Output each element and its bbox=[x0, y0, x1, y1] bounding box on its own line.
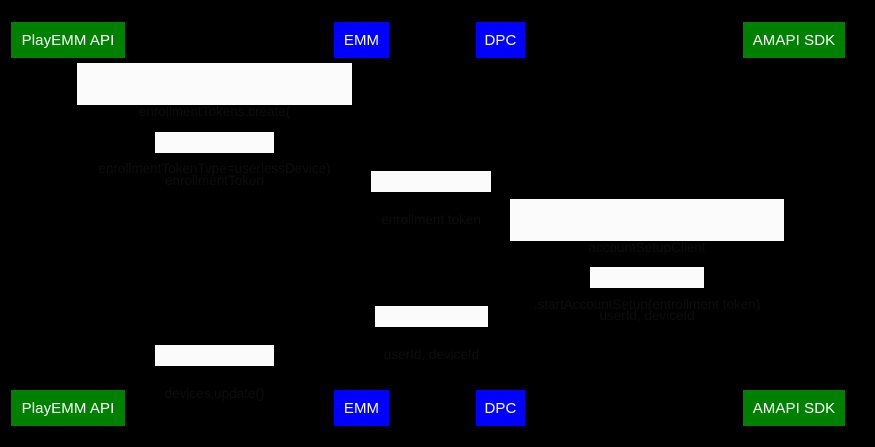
message-arrowhead-5 bbox=[500, 286, 507, 294]
participant-emm-top[interactable]: EMM bbox=[334, 22, 389, 58]
message-line-2: .startAccountSetup(entrollment token) bbox=[533, 297, 761, 312]
lifeline-dpc bbox=[500, 58, 501, 390]
participant-label: AMAPI SDK bbox=[752, 31, 836, 49]
message-arrow-2 bbox=[68, 154, 361, 155]
message-label-7: devices.update() bbox=[155, 345, 274, 401]
participant-dpc-top[interactable]: DPC bbox=[476, 22, 525, 58]
participant-label: PlayEMM API bbox=[21, 399, 115, 417]
message-line-1: accountSetupClient bbox=[588, 240, 706, 255]
participant-playemm-api-bottom[interactable]: PlayEMM API bbox=[11, 390, 125, 426]
participant-label: DPC bbox=[484, 31, 517, 49]
message-line-2: enrollmentTokenType=userlessDevice) bbox=[98, 161, 331, 176]
lifeline-playemm-api bbox=[67, 58, 68, 390]
message-arrowhead-4 bbox=[786, 239, 793, 247]
message-arrowhead-3 bbox=[493, 190, 500, 198]
message-arrow-4 bbox=[500, 242, 793, 243]
message-line-1: userId, deviceId bbox=[599, 308, 695, 323]
message-arrow-7 bbox=[68, 367, 361, 368]
message-arrow-1 bbox=[68, 106, 361, 107]
participant-emm-bottom[interactable]: EMM bbox=[334, 390, 389, 426]
participant-amapi-sdk-top[interactable]: AMAPI SDK bbox=[743, 22, 845, 58]
message-label-3: enrollment token bbox=[371, 171, 491, 227]
participant-label: PlayEMM API bbox=[21, 31, 115, 49]
message-label-4: accountSetupClient .startAccountSetup(en… bbox=[510, 199, 784, 312]
lifeline-emm bbox=[361, 58, 362, 390]
message-arrow-3 bbox=[361, 193, 500, 194]
participant-amapi-sdk-bottom[interactable]: AMAPI SDK bbox=[743, 390, 845, 426]
message-arrow-5 bbox=[500, 289, 793, 290]
message-line-1: enrollmentToken bbox=[164, 173, 265, 188]
message-line-1: userId, deviceId bbox=[383, 347, 480, 362]
message-label-2: enrollmentToken bbox=[155, 132, 274, 188]
message-arrowhead-6 bbox=[361, 325, 368, 333]
message-label-5: userId, deviceId bbox=[590, 267, 704, 323]
participant-label: EMM bbox=[343, 31, 380, 49]
participant-label: DPC bbox=[484, 399, 517, 417]
lifeline-amapi-sdk bbox=[793, 58, 794, 390]
participant-playemm-api-top[interactable]: PlayEMM API bbox=[11, 22, 125, 58]
message-label-6: userId, deviceId bbox=[375, 306, 488, 362]
message-arrow-6 bbox=[361, 328, 500, 329]
message-arrowhead-2 bbox=[354, 151, 361, 159]
message-line-1: enrollment token bbox=[381, 212, 481, 227]
message-arrowhead-7 bbox=[68, 364, 75, 372]
message-line-1: devices.update() bbox=[164, 386, 265, 401]
message-label-1: enrollmentTokens.create( enrollmentToken… bbox=[77, 63, 352, 176]
participant-dpc-bottom[interactable]: DPC bbox=[476, 390, 525, 426]
message-line-1: enrollmentTokens.create( bbox=[138, 104, 291, 119]
message-arrowhead-1 bbox=[68, 103, 75, 111]
participant-label: AMAPI SDK bbox=[752, 399, 836, 417]
participant-label: EMM bbox=[343, 399, 380, 417]
